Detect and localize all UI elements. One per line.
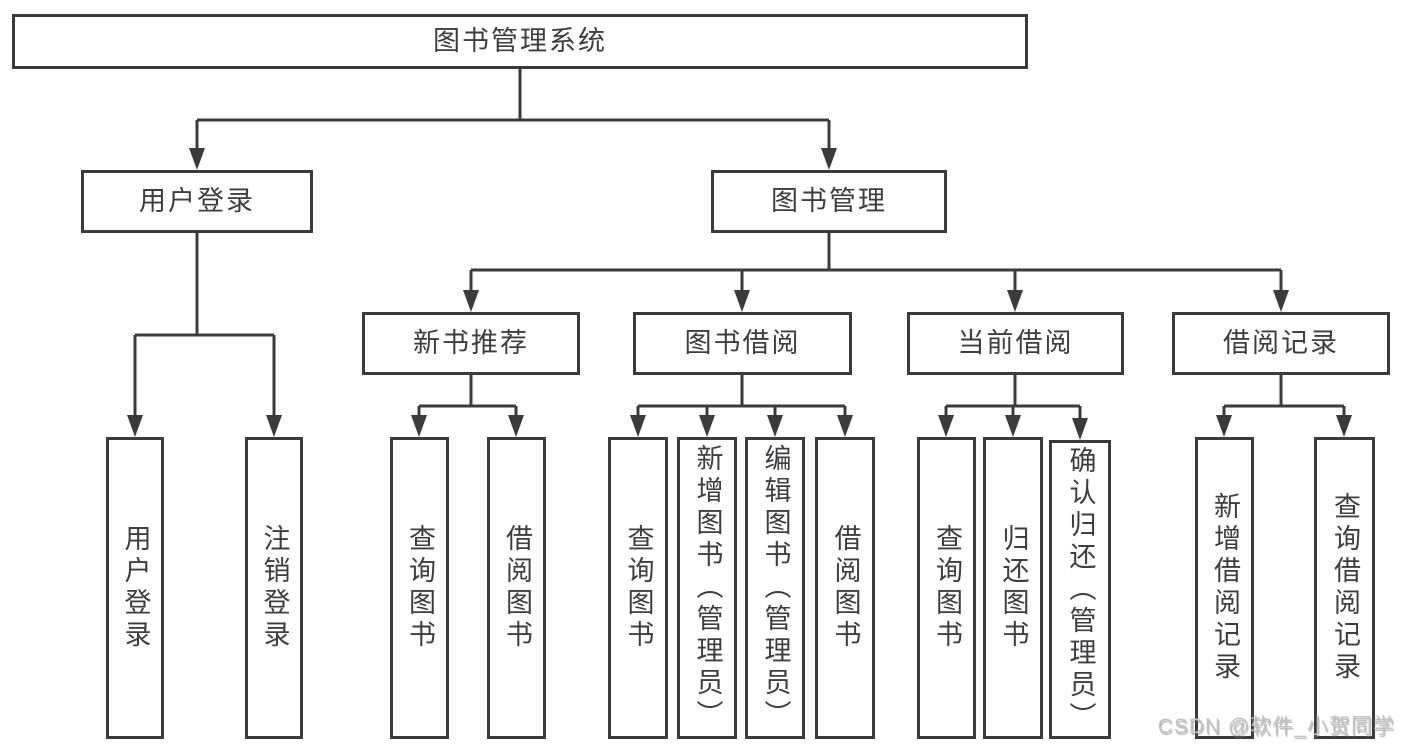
node-label: 当前借阅 (957, 328, 1074, 358)
node-leaf-borrow-books-recommend: 借阅图书 (487, 437, 546, 739)
node-leaf-return-books: 归还图书 (983, 437, 1043, 739)
node-leaf-query-books-borrowing: 查询图书 (608, 437, 668, 739)
node-leaf-query-borrow-record: 查询借阅记录 (1314, 437, 1375, 739)
node-label: 借阅记录 (1223, 328, 1339, 358)
node-label: 确认归还（管理员） (1065, 445, 1096, 734)
node-new-book-recommend: 新书推荐 (362, 312, 580, 375)
node-borrowing-records: 借阅记录 (1172, 312, 1390, 375)
node-leaf-confirm-return-admin: 确认归还（管理员） (1049, 440, 1111, 739)
node-book-borrowing: 图书借阅 (633, 312, 852, 375)
csdn-watermark: CSDN @软件_小贺同学 (1157, 715, 1395, 738)
node-leaf-add-borrow-record: 新增借阅记录 (1195, 437, 1254, 739)
node-leaf-add-books-admin: 新增图书（管理员） (677, 437, 737, 739)
node-leaf-query-books-recommend: 查询图书 (390, 437, 449, 739)
node-label: 新增图书（管理员） (692, 444, 723, 732)
node-label: 查询借阅记录 (1330, 492, 1360, 684)
node-book-management: 图书管理 (711, 170, 947, 233)
node-label: 注销登录 (259, 524, 290, 652)
node-label: 编辑图书（管理员） (760, 444, 791, 732)
node-label: 用户登录 (139, 186, 255, 216)
node-label: 借阅图书 (502, 524, 532, 652)
node-label: 图书管理系统 (433, 26, 607, 56)
node-label: 查询图书 (932, 524, 962, 652)
node-leaf-edit-books-admin: 编辑图书（管理员） (745, 437, 805, 739)
node-current-borrowing: 当前借阅 (907, 312, 1124, 375)
node-leaf-logout: 注销登录 (245, 437, 303, 739)
node-label: 查询图书 (623, 524, 654, 652)
node-label: 图书借阅 (684, 328, 801, 358)
node-label: 借阅图书 (830, 524, 861, 652)
node-leaf-borrow-books: 借阅图书 (815, 437, 875, 739)
node-label: 归还图书 (998, 524, 1029, 652)
node-label: 新增借阅记录 (1210, 492, 1240, 684)
node-library-management-system: 图书管理系统 (12, 14, 1028, 69)
node-leaf-user-login: 用户登录 (106, 437, 164, 739)
node-label: 新书推荐 (413, 328, 529, 358)
node-label: 图书管理 (771, 186, 887, 216)
node-label: 用户登录 (120, 524, 151, 652)
node-user-login: 用户登录 (81, 170, 313, 233)
node-label: 查询图书 (405, 524, 435, 652)
node-leaf-query-books-current: 查询图书 (917, 437, 976, 739)
